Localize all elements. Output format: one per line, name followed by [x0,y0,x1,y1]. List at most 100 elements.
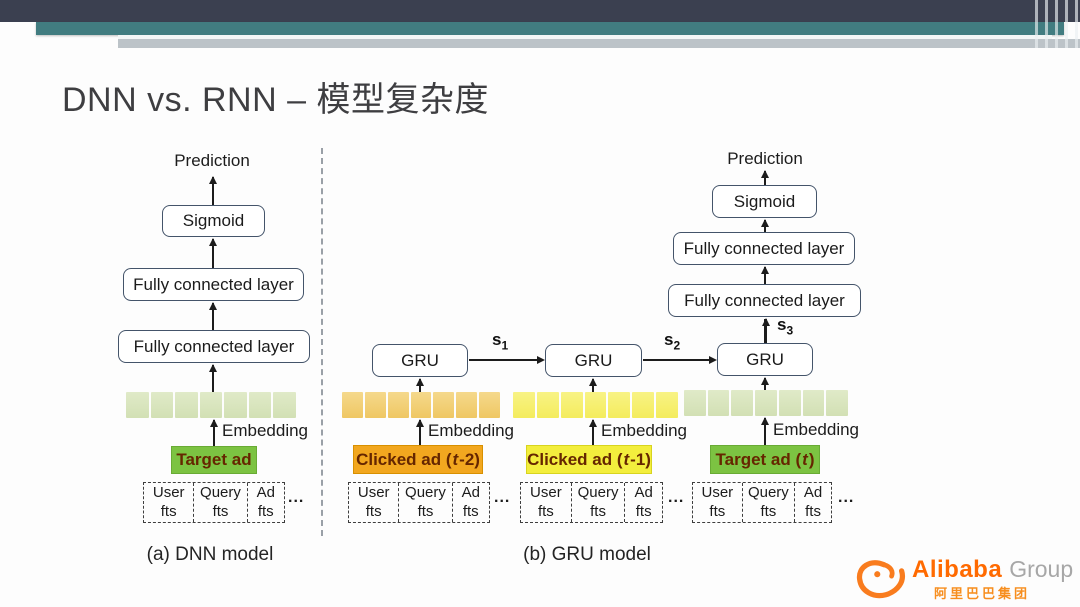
target-ad-t-tag: Target ad (t) [710,445,820,474]
embedding-cell [479,392,501,418]
embedding-cell [560,392,583,418]
t-variable: t [623,449,630,469]
s-sub: 3 [786,323,794,338]
feature-cell-user: User fts [144,483,195,522]
arrow-up [419,379,421,392]
embedding-cell [802,390,825,416]
gru-fc-bottom-node: Fully connected layer [668,284,861,317]
tag-text: Target ad [176,450,252,469]
s3-label: s3 [777,315,793,337]
feature-cell-ad: Ad fts [248,483,284,522]
cell-line: Query [577,483,619,501]
gru-ellipsis-t1: ... [668,489,685,506]
top-bar-gray [118,39,1080,48]
arrow-up [764,220,766,232]
arrow-up [764,378,766,390]
gru-ellipsis-t: ... [838,489,855,506]
tag-text: ) [808,449,815,469]
feature-cell-query: Query fts [194,483,248,522]
dnn-embedding-arrow [213,420,215,446]
page-title: DNN vs. RNN – 模型复杂度 [62,81,489,119]
embedding-cell [342,392,363,418]
cell-line: fts [590,502,606,520]
embedding-cell [199,392,223,418]
cell-line: fts [760,502,777,520]
gru-node-2: GRU [545,344,642,377]
cell-line: fts [417,502,434,520]
panel-divider [321,148,323,536]
feature-cell-user: User fts [521,483,572,522]
arrow-gru2-gru3 [643,359,715,361]
embedding-cell [433,392,455,418]
cell-line: fts [635,502,652,520]
embedding-cell [410,392,432,418]
feature-cell-user: User fts [693,483,743,522]
gru-node-1: GRU [372,344,468,377]
gru-feature-table-t2: User fts Query fts Ad fts [348,482,490,523]
embedding-cell [608,392,631,418]
cell-line: Query [747,483,789,501]
feature-cell-user: User fts [349,483,400,522]
cell-line: User [357,483,390,501]
feature-cell-ad: Ad fts [453,483,489,522]
arrow-up [212,365,214,392]
cell-line: User [701,483,734,501]
gru-embedding-arrow-t [764,418,766,445]
dnn-embedding-strip [126,392,297,418]
embedding-cell [731,390,754,416]
gru-embedding-label-t2: Embedding [428,421,515,440]
dnn-target-ad-tag: Target ad [171,446,257,474]
arrow-up [764,171,766,185]
arrow-up [212,177,214,205]
alibaba-group-text: Group [1009,556,1074,582]
cell-line: Query [200,483,241,501]
embedding-cell [150,392,174,418]
dnn-prediction-label: Prediction [174,151,250,170]
embedding-cell [536,392,559,418]
embedding-cell [248,392,272,418]
feature-cell-ad: Ad fts [625,483,662,522]
embedding-cell [632,392,655,418]
dnn-ellipsis: ... [288,489,305,506]
embedding-cell [364,392,386,418]
cell-line: Ad [634,483,653,501]
arrow-up [764,267,766,284]
embedding-cell [778,390,801,416]
cell-line: Ad [461,483,480,501]
s-base: s [664,330,674,349]
top-bar-teal [36,22,1064,35]
embedding-cell [656,392,679,418]
gru-embedding-label-t: Embedding [773,420,860,439]
cell-line: fts [257,502,274,520]
top-bar-dark [0,0,1080,22]
cell-line: fts [709,502,726,520]
embedding-cell [584,392,607,418]
embedding-cell [707,390,730,416]
arrow-up [212,303,214,330]
cell-line: fts [537,502,554,520]
t-variable: t [452,449,459,469]
gru-embedding-strip-t [684,390,849,416]
dnn-fc-bottom-node: Fully connected layer [118,330,310,363]
gru-embedding-label-t1: Embedding [601,421,688,440]
cell-line: User [530,483,562,501]
cell-line: User [152,483,185,501]
alibaba-smile-icon [856,560,905,599]
arrow-gru1-gru2 [469,359,543,361]
tag-text: Target ad ( [715,449,802,469]
tag-text: Clicked ad ( [527,449,623,469]
embedding-cell [175,392,198,418]
feature-cell-ad: Ad fts [795,483,831,522]
gru-ellipsis-t2: ... [494,489,511,506]
embedding-cell [273,392,297,418]
s3-arrow [764,319,767,343]
cell-line: Ad [256,483,275,501]
s1-label: s1 [492,330,508,352]
gru-caption: (b) GRU model [523,544,651,565]
gru-sigmoid-node: Sigmoid [712,185,817,218]
gru-feature-table-t: User fts Query fts Ad fts [692,482,832,523]
cell-line: Ad [803,483,823,501]
s-sub: 1 [501,338,509,353]
embedding-cell [826,390,849,416]
